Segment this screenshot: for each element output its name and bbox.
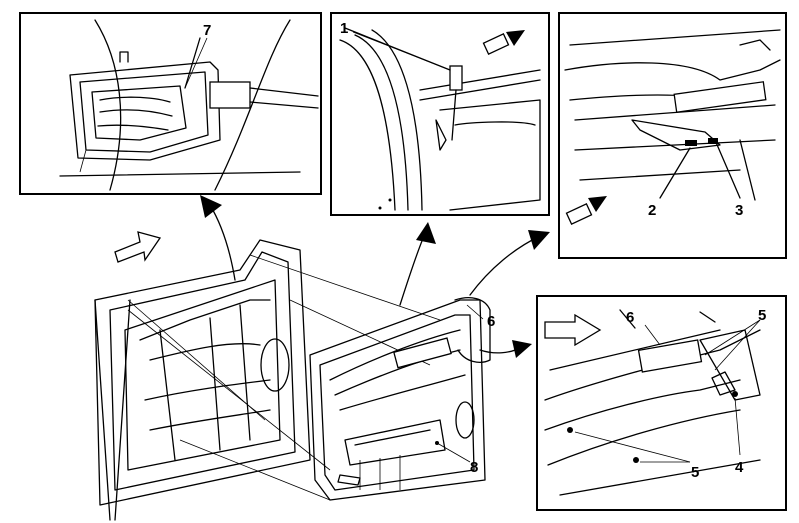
callout-1: 1 [340, 20, 348, 37]
inset-door-handle-detail [19, 12, 322, 195]
callout-3: 3 [735, 202, 743, 219]
callout-8: 8 [470, 459, 478, 476]
callout-5-top: 5 [758, 307, 766, 324]
callout-4: 4 [735, 459, 744, 476]
callout-7: 7 [203, 22, 211, 39]
callout-6-inset: 6 [626, 309, 634, 326]
callout-6-main: 6 [487, 313, 495, 330]
callout-labels: 7 1 2 3 6 6 5 5 4 8 [203, 20, 766, 481]
inset-door-rod-detail [330, 12, 550, 216]
door-inner-frame [94, 231, 441, 521]
inset-armrest-fasteners-detail [536, 295, 787, 511]
door-trim-panel [309, 297, 491, 501]
callout-2: 2 [648, 202, 656, 219]
inset-switch-panel-detail [558, 12, 787, 259]
detail-pointer-arrows [200, 195, 550, 358]
callout-5-bottom: 5 [691, 464, 699, 481]
callout-leaders [184, 31, 484, 463]
